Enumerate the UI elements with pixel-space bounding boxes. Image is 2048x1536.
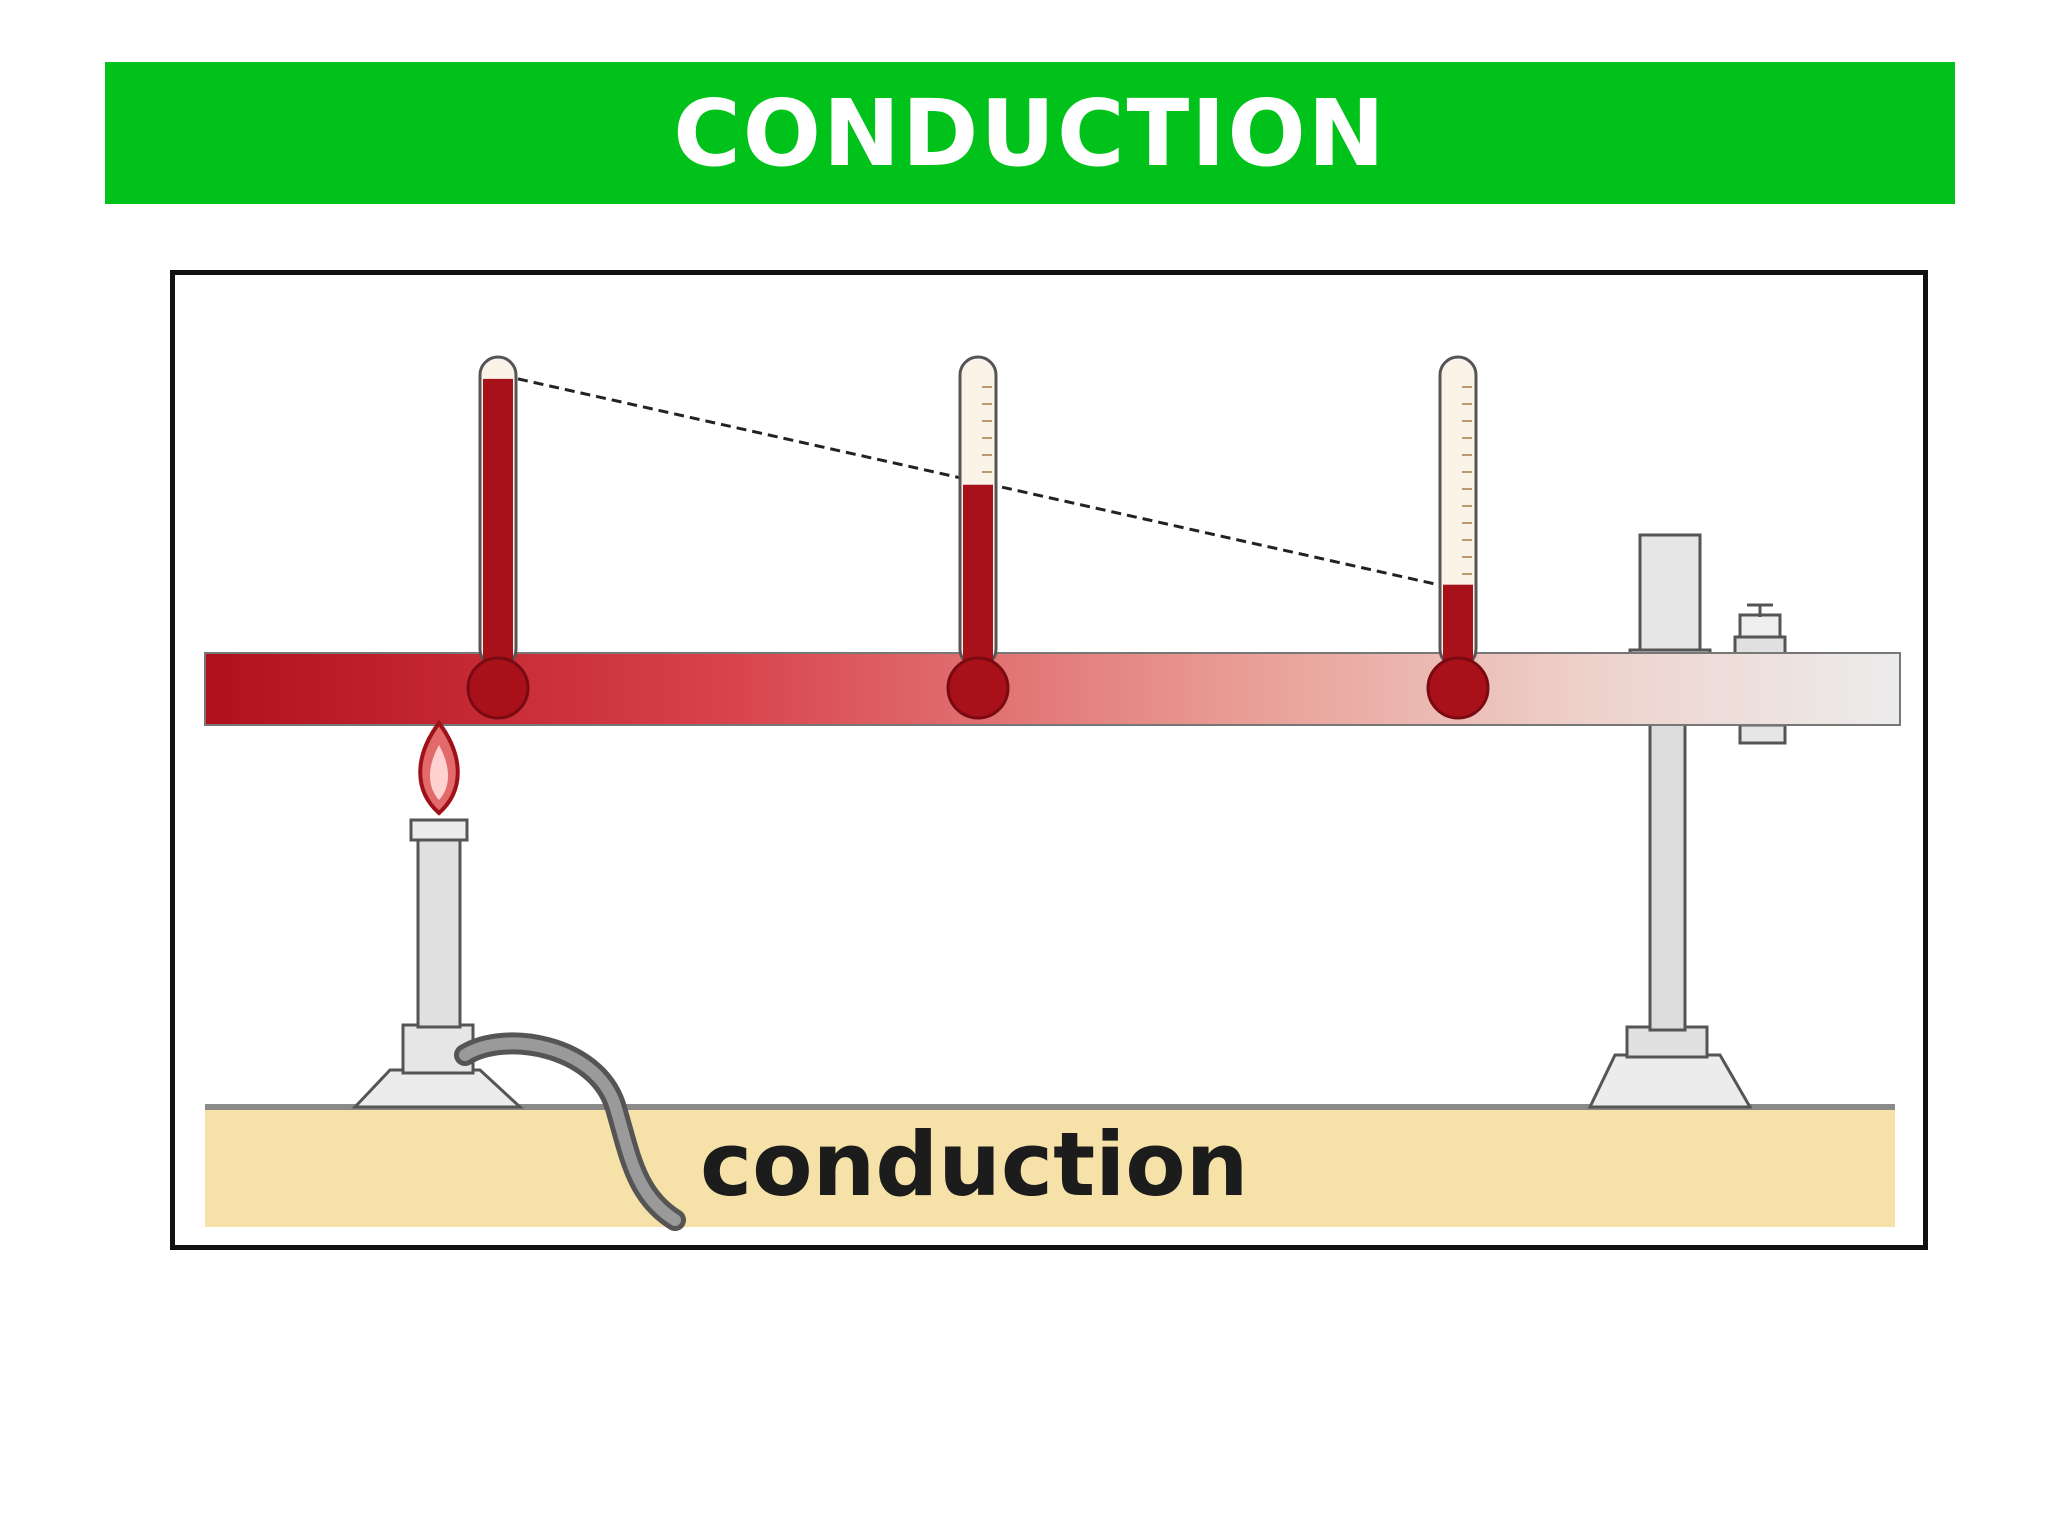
thermometer-bulb <box>466 656 530 720</box>
retort-stand-icon <box>1587 533 1753 1109</box>
title-banner: CONDUCTION <box>105 62 1955 204</box>
bunsen-burner-icon <box>351 818 524 1109</box>
mercury-column <box>1443 584 1473 667</box>
caption-label: conduction <box>700 1113 1248 1216</box>
conduction-diagram: conduction <box>170 270 1928 1250</box>
thermometer-bulb <box>946 656 1010 720</box>
gas-hose-icon <box>454 1032 686 1231</box>
mercury-column <box>483 378 513 667</box>
thermometer-near-flame <box>466 355 530 720</box>
thermometer-group <box>466 355 1490 720</box>
thermometer-bulb <box>1426 656 1490 720</box>
bench-surface <box>205 1107 1895 1227</box>
slide-title: CONDUCTION <box>673 79 1387 187</box>
thermometer-middle <box>946 355 1010 720</box>
metal-rod <box>204 652 1901 726</box>
diagram-canvas: conduction <box>204 355 1901 1231</box>
mercury-column <box>963 484 993 667</box>
thermometer-far <box>1426 355 1490 720</box>
flame-icon <box>418 719 460 816</box>
